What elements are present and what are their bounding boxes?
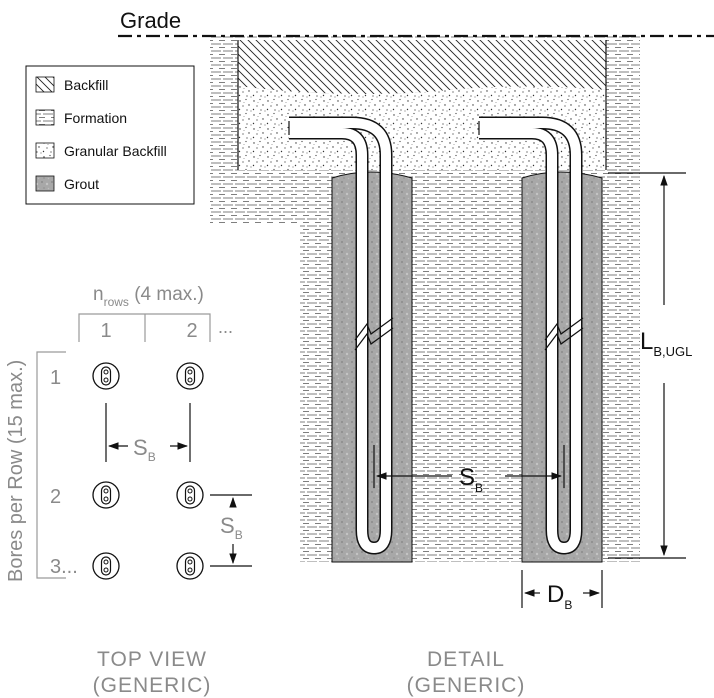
- row-label-3: 3...: [50, 556, 78, 578]
- bores-per-row-label: Bores per Row (15 max.): [5, 360, 27, 582]
- detail-spacing-dimension: SB: [373, 445, 565, 495]
- bore-diameter-label: D: [547, 581, 564, 608]
- bore-left: [331, 171, 413, 563]
- bore-diameter-dimension: DB: [521, 570, 603, 612]
- legend-item-granular-backfill: Granular Backfill: [35, 142, 167, 159]
- u-tube-right: [478, 116, 584, 555]
- bore-diameter-sub: B: [564, 598, 572, 612]
- legend: Backfill Formation Granular Backfill Gro…: [25, 65, 195, 205]
- row-label-1: 1: [50, 367, 61, 389]
- detail-view: Grade SB: [118, 8, 714, 697]
- detail-caption-line2: (GENERIC): [407, 674, 526, 697]
- nrows-sub: rows: [104, 295, 129, 309]
- bore-length-label: L: [640, 328, 653, 355]
- column-label-more: ...: [218, 317, 233, 337]
- top-spacing-h-label: S: [133, 435, 148, 460]
- formation-swatch: [35, 109, 55, 126]
- bore-length-sub: B,UGL: [653, 344, 692, 359]
- top-spacing-vertical: SB: [210, 494, 252, 567]
- backfill-layer: [238, 40, 606, 94]
- top-spacing-horizontal: SB: [105, 403, 191, 464]
- legend-label-grout: Grout: [64, 176, 99, 192]
- bore-top-view-r2c1: [92, 481, 120, 509]
- bore-top-view-r1c1: [92, 362, 120, 390]
- svg-text:SB: SB: [459, 464, 483, 495]
- detail-caption-line1: DETAIL: [427, 648, 505, 671]
- legend-label-backfill: Backfill: [64, 77, 108, 93]
- column-label-1: 1: [100, 320, 111, 342]
- legend-item-formation: Formation: [35, 109, 127, 126]
- top-view-caption-line2: (GENERIC): [93, 674, 212, 697]
- row-bracket: [36, 351, 66, 579]
- bore-right: [521, 171, 603, 563]
- svg-text:nrows (4 max.): nrows (4 max.): [93, 284, 204, 309]
- svg-text:LB,UGL: LB,UGL: [640, 328, 692, 359]
- top-view-caption-line1: TOP VIEW: [97, 648, 207, 671]
- svg-text:SB: SB: [220, 513, 243, 542]
- nrows-suffix: (4 max.): [129, 284, 204, 305]
- grade-label: Grade: [120, 8, 181, 33]
- top-spacing-h-sub: B: [148, 450, 156, 464]
- detail-spacing-label: S: [459, 464, 475, 491]
- svg-text:SB: SB: [133, 435, 156, 464]
- detail-spacing-sub: B: [475, 481, 483, 495]
- grout-swatch: [35, 175, 55, 192]
- backfill-swatch: [35, 76, 55, 93]
- row-label-2: 2: [50, 486, 61, 508]
- u-tube-left: [288, 116, 394, 555]
- legend-label-formation: Formation: [64, 110, 127, 126]
- bore-top-view-r3c1: [92, 552, 120, 580]
- bore-top-view-r1c2: [176, 362, 204, 390]
- legend-label-granular-backfill: Granular Backfill: [64, 143, 167, 159]
- svg-text:DB: DB: [547, 581, 572, 612]
- top-view: nrows (4 max.) 1 2 ... Bores per Row (15…: [5, 284, 252, 697]
- column-label-2: 2: [186, 320, 197, 342]
- top-spacing-v-label: S: [220, 513, 235, 538]
- bore-top-view-r3c2: [176, 552, 204, 580]
- legend-item-grout: Grout: [35, 175, 99, 192]
- bore-length-dimension: LB,UGL: [608, 172, 692, 559]
- nrows-label: n: [93, 284, 104, 305]
- top-spacing-v-sub: B: [235, 528, 243, 542]
- bore-top-view-r2c2: [176, 481, 204, 509]
- granular-backfill-swatch: [35, 142, 55, 159]
- granular-backfill-layer: [238, 86, 606, 170]
- legend-item-backfill: Backfill: [35, 76, 108, 93]
